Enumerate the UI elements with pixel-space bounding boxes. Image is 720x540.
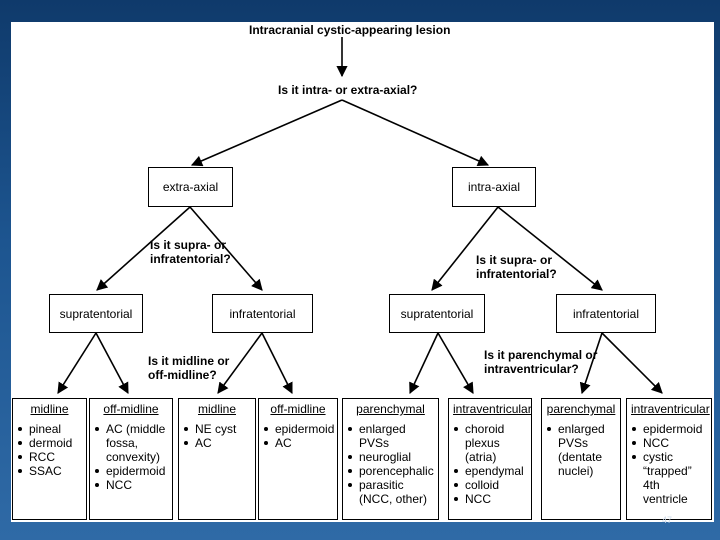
leaf-intra-supra-parenchymal: parenchymal enlarged PVSs neuroglial por… (342, 398, 439, 520)
page-number: 47 (662, 515, 673, 525)
question-line: Is it parenchymal or (484, 348, 598, 362)
edge-ei-offmidline (261, 332, 293, 395)
leaf-title: parenchymal (546, 402, 616, 416)
leaf-list: pineal dermoid RCC SSAC (17, 422, 82, 478)
question-axial: Is it intra- or extra-axial? (278, 83, 418, 97)
question-line: Is it midline or (148, 354, 230, 368)
edge-es-offmidline (95, 332, 129, 394)
question-line: infratentorial? (476, 267, 557, 281)
leaf-title: intraventricular (453, 402, 532, 416)
list-item: porencephalic (347, 464, 434, 478)
list-item: colloid (453, 478, 527, 492)
node-extra-axial: extra-axial (148, 167, 233, 207)
question-intra-supra-infra: Is it supra- or infratentorial? (476, 253, 557, 281)
leaf-title: parenchymal (356, 402, 425, 416)
leaf-title: intraventricular (631, 402, 710, 416)
leaf-list: choroid plexus (atria) ependymal colloid… (453, 422, 527, 506)
list-item: choroid plexus (atria) (453, 422, 527, 464)
node-extra-infratentorial: infratentorial (212, 294, 313, 333)
leaf-title: off-midline (270, 402, 326, 416)
list-item: NCC (453, 492, 527, 506)
node-extra-supratentorial: supratentorial (49, 294, 143, 333)
question-parenchymal-intraventricular: Is it parenchymal or intraventricular? (484, 348, 597, 376)
list-item: dermoid (17, 436, 82, 450)
leaf-intra-infra-parenchymal: parenchymal enlarged PVSs (dentate nucle… (541, 398, 621, 520)
question-line: infratentorial? (150, 252, 231, 266)
list-item: NE cyst (183, 422, 251, 436)
leaf-extra-supra-midline: midline pineal dermoid RCC SSAC (12, 398, 87, 520)
question-midline-offmidline: Is it midline or off-midline? (148, 354, 229, 382)
leaf-list: NE cyst AC (183, 422, 251, 450)
edge-extra-infra (189, 206, 263, 291)
leaf-title: midline (30, 402, 69, 416)
leaf-extra-infra-offmidline: off-midline epidermoid AC (258, 398, 338, 520)
list-item: SSAC (17, 464, 82, 478)
list-item: NCC (631, 436, 707, 450)
node-intra-axial: intra-axial (452, 167, 536, 207)
leaf-list: enlarged PVSs neuroglial porencephalic p… (347, 422, 434, 506)
leaf-extra-supra-offmidline: off-midline AC (middle fossa, convexity)… (89, 398, 173, 520)
list-item: enlarged PVSs (347, 422, 434, 450)
edge-is-parenchymal (409, 332, 439, 395)
list-item: AC (183, 436, 251, 450)
list-item: pineal (17, 422, 82, 436)
list-item: neuroglial (347, 450, 434, 464)
edge-is-intraventricular (437, 332, 474, 394)
list-item: cystic “trapped” 4th ventricle (631, 450, 707, 506)
list-item: RCC (17, 450, 82, 464)
leaf-list: epidermoid NCC cystic “trapped” 4th vent… (631, 422, 707, 506)
edge-extra-supra (96, 206, 191, 291)
node-intra-supratentorial: supratentorial (389, 294, 485, 333)
list-item: enlarged PVSs (dentate nuclei) (546, 422, 616, 478)
root-title: Intracranial cystic-appearing lesion (249, 23, 451, 37)
list-item: epidermoid (631, 422, 707, 436)
question-line: Is it supra- or (476, 253, 553, 267)
edge-intra-supra (431, 206, 499, 291)
edge-es-midline (57, 332, 97, 394)
edge-question-extra (190, 99, 343, 167)
edge-intra-infra (497, 206, 603, 291)
leaf-list: epidermoid AC (263, 422, 334, 450)
question-line: Is it supra- or (150, 238, 227, 252)
leaf-list: enlarged PVSs (dentate nuclei) (546, 422, 616, 478)
leaf-intra-supra-intraventricular: intraventricular choroid plexus (atria) … (448, 398, 532, 520)
list-item: epidermoid (263, 422, 334, 436)
edge-question-intra (341, 99, 490, 167)
list-item: parasitic (NCC, other) (347, 478, 434, 506)
list-item: AC (middle fossa, convexity) (94, 422, 168, 464)
leaf-extra-infra-midline: midline NE cyst AC (178, 398, 256, 520)
list-item: AC (263, 436, 333, 450)
question-extra-supra-infra: Is it supra- or infratentorial? (150, 238, 231, 266)
leaf-intra-infra-intraventricular: intraventricular epidermoid NCC cystic “… (626, 398, 712, 520)
edge-ei-midline (217, 332, 263, 394)
edge-ii-parenchymal (579, 332, 603, 395)
edge-ii-intraventricular (601, 332, 663, 394)
list-item: epidermoid (94, 464, 168, 478)
leaf-title: off-midline (103, 402, 159, 416)
list-item: ependymal (453, 464, 527, 478)
leaf-title: midline (197, 402, 236, 416)
node-intra-infratentorial: infratentorial (556, 294, 656, 333)
leaf-list: AC (middle fossa, convexity) epidermoid … (94, 422, 168, 492)
list-item: NCC (94, 478, 168, 492)
question-line: off-midline? (148, 368, 217, 382)
question-line: intraventricular? (484, 362, 579, 376)
